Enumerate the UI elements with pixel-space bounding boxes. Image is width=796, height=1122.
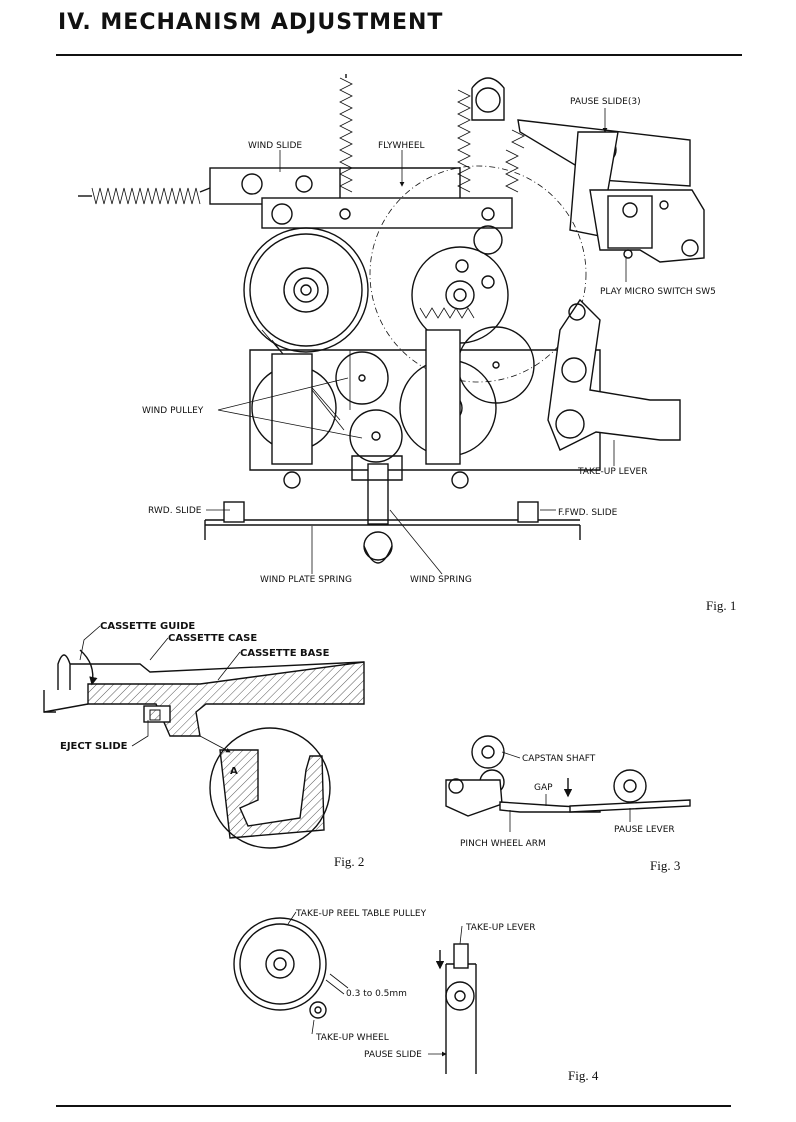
cassette-guide [57, 654, 71, 690]
fig1-diagram: WIND SLIDE FLYWHEEL PAUSE SLIDE(3) PLAY … [78, 74, 736, 613]
detail-view [209, 727, 331, 849]
label-play-micro-switch: PLAY MICRO SWITCH SW5 [600, 287, 716, 297]
chassis-plate [249, 349, 601, 471]
label-pinch-wheel-arm: PINCH WHEEL ARM [460, 839, 546, 849]
fig4-diagram: TAKE-UP REEL TABLE PULLEY TAKE-UP LEVER … [233, 909, 599, 1083]
fig1-caption: Fig. 1 [706, 598, 736, 613]
label-take-up-wheel: TAKE-UP WHEEL [315, 1033, 389, 1043]
fig2-diagram: CASSETTE GUIDE CASSETTE CASE CASSETTE BA… [43, 621, 365, 869]
pause-lever [569, 799, 691, 813]
supply-reel-pulley [243, 227, 369, 353]
page-title: IV. MECHANISM ADJUSTMENT [58, 10, 444, 35]
label-flywheel: FLYWHEEL [378, 141, 425, 151]
label-pause-lever: PAUSE LEVER [614, 825, 675, 835]
label-point-a: A [230, 766, 238, 777]
label-pause-slide: PAUSE SLIDE [364, 1050, 422, 1060]
label-wind-spring: WIND SPRING [410, 575, 472, 585]
capstan-shaft [471, 735, 505, 769]
label-ffwd-slide: F.FWD. SLIDE [558, 508, 618, 518]
wind-pulley-lower [349, 409, 403, 463]
label-cassette-base: CASSETTE BASE [240, 648, 330, 659]
label-clearance: 0.3 to 0.5mm [346, 989, 407, 999]
flywheel-bracket [261, 197, 513, 229]
label-gap: GAP [534, 783, 553, 793]
label-wind-plate-spring: WIND PLATE SPRING [260, 575, 352, 585]
label-capstan-shaft: CAPSTAN SHAFT [522, 754, 596, 764]
fig4-caption: Fig. 4 [568, 1068, 599, 1083]
fig2-caption: Fig. 2 [334, 854, 364, 869]
pause-slide-top [471, 77, 691, 237]
pinch-wheel-arm [445, 779, 503, 817]
take-up-lever-tab [453, 943, 469, 969]
fig3-diagram: CAPSTAN SHAFT GAP PAUSE LEVER PINCH WHEE… [445, 735, 691, 873]
cassette-base [87, 661, 365, 737]
label-eject-slide: EJECT SLIDE [60, 741, 128, 752]
label-cassette-guide: CASSETTE GUIDE [100, 621, 195, 632]
label-take-up-lever: TAKE-UP LEVER [577, 467, 647, 477]
label-wind-pulley: WIND PULLEY [142, 406, 204, 416]
flywheel [369, 165, 587, 383]
header-rule [56, 54, 742, 56]
play-micro-switch [589, 189, 705, 263]
left-spring [78, 185, 216, 205]
take-up-reel-table-pulley [233, 917, 327, 1011]
label-cassette-case: CASSETTE CASE [168, 633, 257, 644]
wind-pulley-upper [335, 351, 389, 405]
label-wind-slide: WIND SLIDE [248, 141, 302, 151]
label-rwd-slide: RWD. SLIDE [148, 506, 202, 516]
label-take-up-reel-table-pulley: TAKE-UP REEL TABLE PULLEY [295, 909, 427, 919]
label-take-up-lever: TAKE-UP LEVER [465, 923, 535, 933]
footer-rule [56, 1105, 731, 1107]
take-up-lever [547, 298, 681, 451]
fig3-caption: Fig. 3 [650, 858, 680, 873]
pause-slide-bar [445, 963, 477, 1074]
take-up-wheel [309, 1001, 327, 1019]
label-pause-slide: PAUSE SLIDE(3) [570, 97, 641, 107]
